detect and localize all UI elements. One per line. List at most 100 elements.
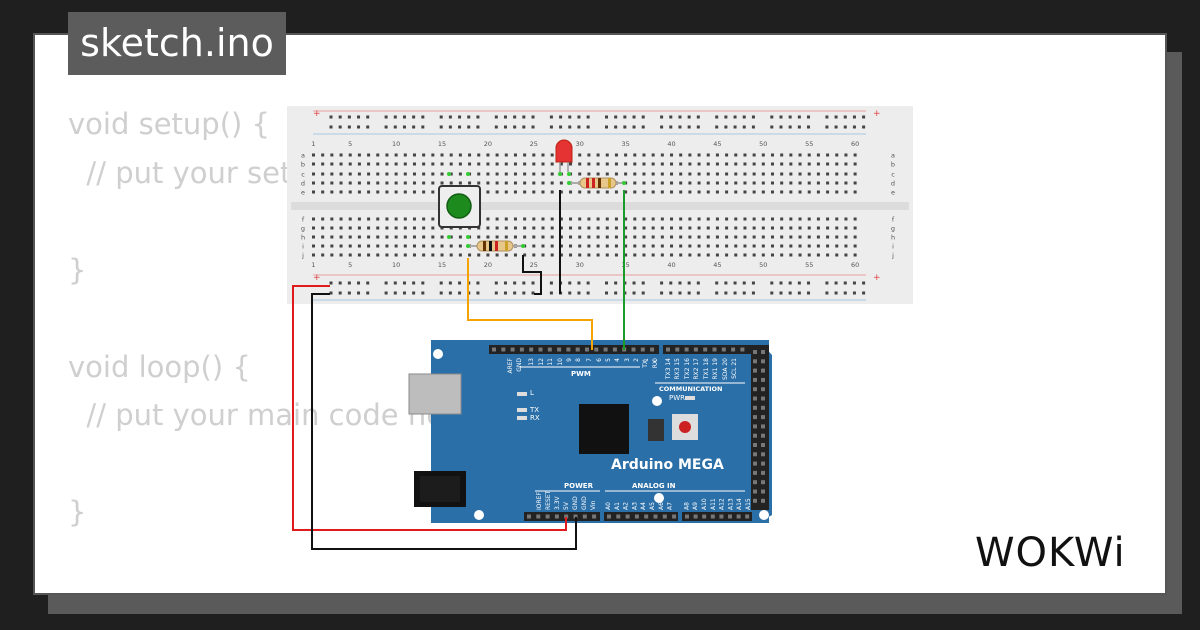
wire-5v-red[interactable] (292, 285, 567, 531)
rail-hole (421, 115, 425, 119)
hole (385, 217, 389, 221)
led[interactable] (555, 139, 573, 176)
hole (523, 190, 527, 194)
label-l: L (530, 389, 534, 397)
hole (532, 181, 536, 185)
hole (614, 226, 618, 230)
rail-hole (733, 291, 737, 295)
pin-dot (466, 235, 470, 239)
hole (761, 153, 765, 157)
rail-hole (788, 291, 792, 295)
rail-hole (531, 125, 535, 129)
column-number: 50 (759, 261, 767, 269)
hole (559, 226, 563, 230)
file-tab[interactable]: sketch.ino (68, 12, 286, 75)
header-pin (519, 347, 524, 352)
rail-hole (347, 281, 351, 285)
rail-hole (329, 125, 333, 129)
power-jack-inner (420, 476, 460, 502)
hole (826, 153, 830, 157)
hole (367, 217, 371, 221)
hole (844, 153, 848, 157)
hole (312, 181, 315, 185)
wire-button-orange[interactable] (467, 258, 593, 350)
rail-hole (696, 291, 700, 295)
hole (605, 217, 609, 221)
hole (486, 181, 490, 185)
hole (780, 162, 784, 166)
hole (513, 217, 517, 221)
hole (826, 244, 830, 248)
hole (504, 217, 508, 221)
hole (679, 190, 683, 194)
header-pin (566, 347, 571, 352)
hole (697, 235, 701, 239)
hole (743, 162, 747, 166)
hole (431, 235, 435, 239)
reset-button[interactable] (679, 421, 691, 433)
rail-hole (458, 115, 462, 119)
header-pin (554, 514, 559, 519)
hole (357, 190, 361, 194)
hole (532, 153, 536, 157)
header-pin (634, 514, 639, 519)
pin-label: A12 (719, 498, 726, 510)
hole (706, 162, 710, 166)
header-pin (753, 470, 757, 475)
hole (587, 253, 591, 257)
hole (394, 190, 398, 194)
hole (761, 226, 765, 230)
hole (614, 235, 618, 239)
rail-hole (503, 115, 507, 119)
rail-hole (751, 115, 755, 119)
resistor-band (489, 241, 492, 251)
hole (523, 153, 527, 157)
hole (403, 235, 407, 239)
wire-gnd-black[interactable] (311, 293, 577, 550)
resistor-led[interactable] (567, 177, 626, 189)
column-number: 40 (667, 261, 675, 269)
hole (587, 190, 591, 194)
hole (422, 153, 426, 157)
hole (486, 190, 490, 194)
rail-hole (696, 281, 700, 285)
hole (642, 235, 646, 239)
hole (798, 162, 802, 166)
hole (844, 190, 848, 194)
pin-label: TX (642, 360, 649, 369)
breadboard-holes (312, 115, 866, 295)
wire-button-gnd[interactable] (522, 255, 542, 295)
label-analog-in: ANALOG IN (632, 482, 676, 490)
arduino-mega-board[interactable]: L TX RX PWR Arduino MEGA PWM COMMUNICATI… (408, 340, 772, 523)
hole (578, 217, 582, 221)
row-letter: b (891, 161, 895, 169)
hole (614, 217, 618, 221)
code-line: void loop() { (68, 349, 251, 384)
rail-hole (402, 115, 406, 119)
hole (321, 244, 325, 248)
hole (541, 226, 545, 230)
hole (725, 226, 729, 230)
pin-label: 9 (566, 358, 573, 362)
rail-hole (577, 281, 581, 285)
pushbutton-cap[interactable] (446, 193, 472, 219)
rail-hole (843, 115, 847, 119)
rail-hole (531, 281, 535, 285)
hole (422, 181, 426, 185)
hole (715, 153, 719, 157)
hole (321, 217, 325, 221)
rail-hole (687, 281, 691, 285)
hole (458, 153, 462, 157)
hole (578, 190, 582, 194)
resistor-button[interactable] (466, 240, 525, 252)
hole (477, 153, 481, 157)
rail-hole (623, 115, 627, 119)
row-letter: e (301, 189, 305, 197)
hole (357, 153, 361, 157)
hole (495, 181, 499, 185)
hole (780, 153, 784, 157)
hole (660, 244, 664, 248)
header-pin (731, 347, 736, 352)
pushbutton[interactable] (438, 172, 481, 239)
